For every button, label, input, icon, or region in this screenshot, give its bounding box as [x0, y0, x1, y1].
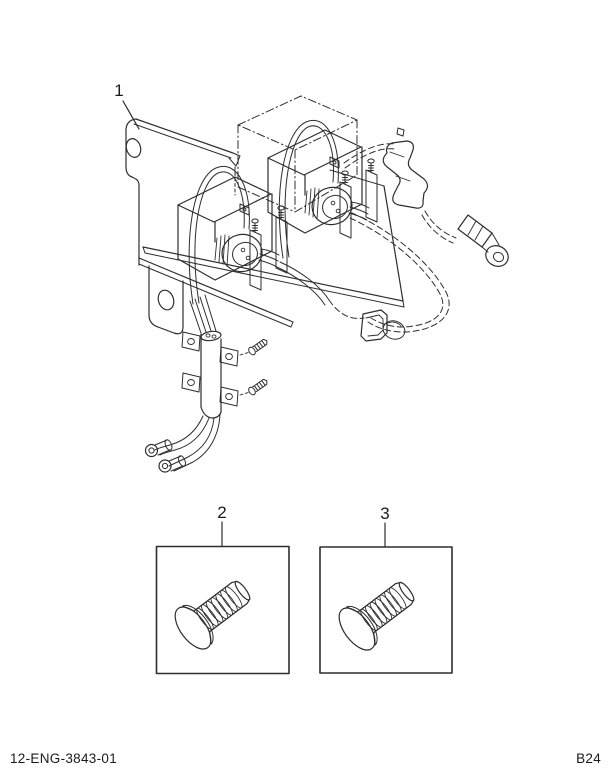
part-2-frame — [155, 545, 290, 675]
footer-doc-code: 12-ENG-3843-01 — [10, 751, 117, 766]
base-plate — [142, 169, 405, 308]
terminal-screw — [251, 218, 259, 233]
bracket-mounting-tab — [148, 265, 184, 335]
sleeve-tab — [181, 372, 201, 393]
footer-page-code: B24 — [576, 751, 601, 766]
bracket-mounting-hole-top — [125, 138, 142, 158]
callout-2-label: 2 — [217, 503, 226, 522]
part-box-2: 2 — [155, 503, 290, 675]
terminal-screw — [277, 205, 285, 220]
clamp-grommet — [382, 320, 406, 340]
ring-terminal — [457, 214, 509, 267]
bottom-wires — [144, 413, 221, 473]
callout-3-label: 3 — [380, 504, 389, 523]
wire-loops — [188, 119, 339, 305]
bracket-mounting-hole-bottom — [157, 289, 175, 311]
part-3-frame — [319, 546, 453, 674]
part-3-bolt — [331, 569, 425, 657]
sleeve-tab — [219, 346, 239, 367]
relay-clip — [329, 156, 340, 169]
sleeve-screw-bottom — [246, 376, 270, 397]
ring-terminal-eye — [485, 245, 509, 267]
footer: 12-ENG-3843-01 B24 — [10, 751, 601, 766]
sleeve-tab — [181, 331, 201, 352]
mounting-bracket — [125, 118, 294, 335]
wiring-harness — [276, 143, 457, 333]
sleeve-screw-top — [246, 336, 270, 357]
callout-1: 1 — [114, 81, 140, 130]
terminal-boards — [249, 158, 378, 291]
callout-1-label: 1 — [114, 81, 123, 100]
part-2-bolt — [167, 568, 261, 656]
small-ring-terminal-1 — [144, 439, 173, 458]
sleeve-tab — [219, 386, 239, 407]
small-ring-terminal-2 — [158, 455, 186, 473]
harness-clamp — [360, 309, 406, 342]
terminal-screw — [341, 170, 349, 185]
rubber-boot — [382, 127, 429, 209]
hidden-cover-box — [237, 95, 358, 213]
part-box-3: 3 — [319, 504, 453, 674]
wire-sleeve — [181, 294, 270, 419]
terminal-screw — [367, 158, 375, 173]
